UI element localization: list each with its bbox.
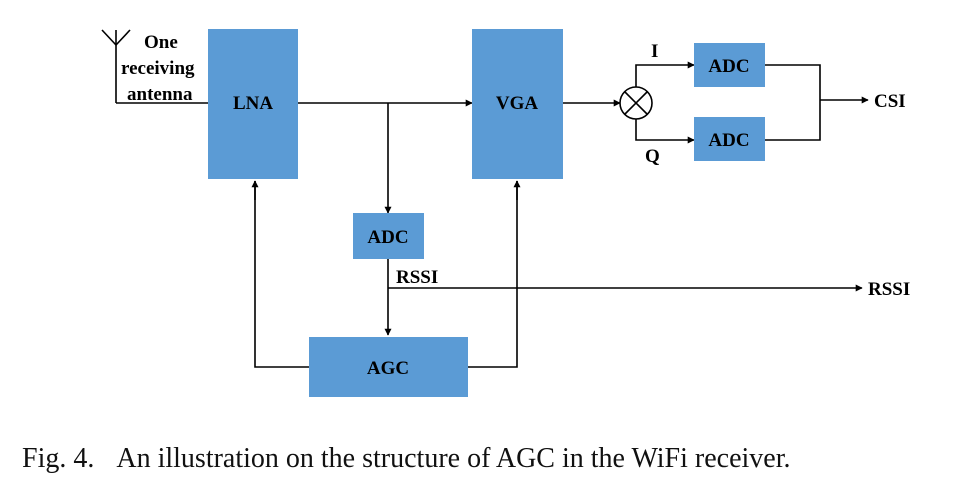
block-adc-i: ADC bbox=[694, 43, 765, 87]
block-lna: LNA bbox=[208, 29, 298, 179]
antenna-icon bbox=[101, 29, 208, 104]
agc-block-diagram: One receiving antenna LNA bbox=[101, 29, 910, 397]
block-agc-label: AGC bbox=[367, 358, 409, 379]
antenna-label-line3: antenna bbox=[127, 84, 193, 105]
signal-lines bbox=[251, 61, 869, 368]
figure-caption: Fig. 4. An illustration on the structure … bbox=[22, 443, 962, 475]
block-vga: VGA bbox=[472, 29, 563, 179]
block-adc-rssi-label: ADC bbox=[367, 227, 408, 248]
figure-caption-text: An illustration on the structure of AGC … bbox=[116, 443, 791, 474]
block-adc-rssi: ADC bbox=[353, 213, 424, 259]
mixer-icon bbox=[619, 86, 653, 120]
block-adc-q: ADC bbox=[694, 117, 765, 161]
signal-csi-label: CSI bbox=[874, 91, 906, 112]
signal-i-label: I bbox=[651, 41, 658, 62]
antenna-label-line2: receiving bbox=[121, 58, 195, 79]
signal-rssi-out-label: RSSI bbox=[868, 279, 910, 300]
antenna-label-line1: One bbox=[144, 32, 178, 53]
block-adc-q-label: ADC bbox=[708, 130, 749, 151]
figure-number: Fig. 4. bbox=[22, 443, 95, 474]
block-agc: AGC bbox=[309, 337, 468, 397]
block-vga-label: VGA bbox=[496, 93, 539, 114]
signal-rssi-inline-label: RSSI bbox=[396, 267, 438, 288]
signal-q-label: Q bbox=[645, 146, 660, 167]
block-lna-label: LNA bbox=[233, 93, 273, 114]
block-adc-i-label: ADC bbox=[708, 56, 749, 77]
